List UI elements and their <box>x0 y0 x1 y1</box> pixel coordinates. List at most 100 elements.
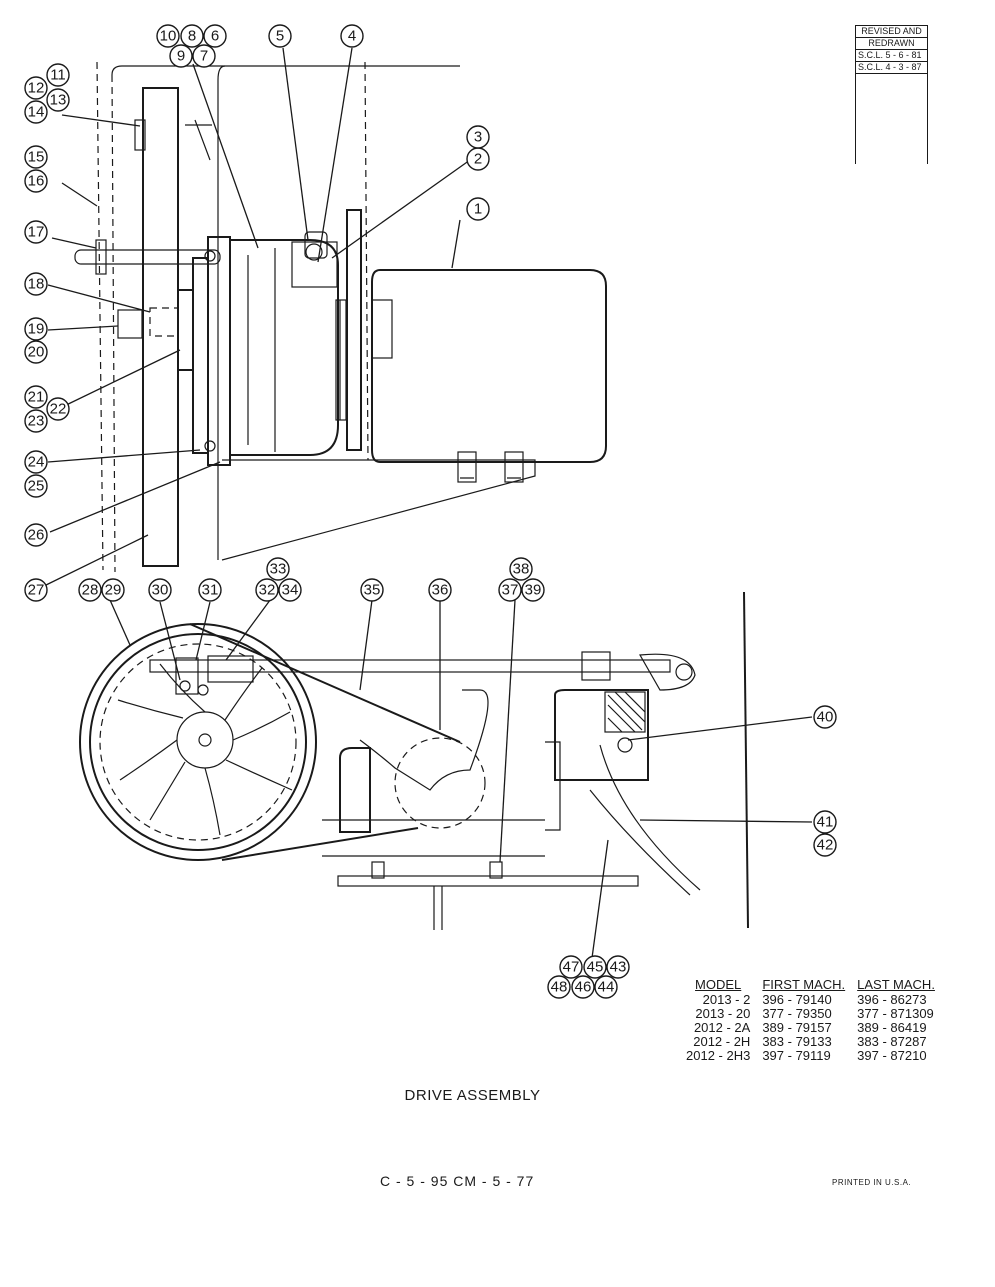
revision-entry-2: S.C.L. 4 - 3 - 87 <box>856 62 927 74</box>
table-row: 2012 - 2H 383 - 79133 383 - 87287 <box>680 1035 941 1049</box>
callout-label: 10 <box>160 28 177 45</box>
callout-38: 38 <box>509 557 533 581</box>
last-mach-cell: 383 - 87287 <box>857 1034 927 1049</box>
model-cell: 2013 - 2 <box>702 992 751 1007</box>
callout-47: 47 <box>559 955 583 979</box>
bottom-assembly-view <box>79 591 749 930</box>
callout-label: 11 <box>50 67 66 84</box>
callout-label: 5 <box>276 28 284 45</box>
callout-41: 41 <box>813 810 837 834</box>
callout-label: 15 <box>28 149 45 166</box>
callout-label: 34 <box>282 582 299 599</box>
callout-label: 8 <box>188 28 196 45</box>
callout-label: 26 <box>28 527 45 544</box>
callout-23: 23 <box>24 409 48 433</box>
drawing-title: DRIVE ASSEMBLY <box>404 1087 541 1104</box>
callout-12: 12 <box>24 76 48 100</box>
callout-1: 1 <box>466 197 490 221</box>
callout-label: 41 <box>817 814 834 831</box>
callout-35: 35 <box>360 578 384 602</box>
callout-37: 37 <box>498 578 522 602</box>
callout-label: 38 <box>513 561 530 578</box>
callout-24: 24 <box>24 450 48 474</box>
model-cell: 2012 - 2H3 <box>686 1048 751 1063</box>
callout-40: 40 <box>813 705 837 729</box>
callout-label: 42 <box>817 837 834 854</box>
revision-heading-2: REDRAWN <box>856 38 927 50</box>
table-row: 2012 - 2A 389 - 79157 389 - 86419 <box>680 1021 941 1035</box>
callout-label: 14 <box>28 104 45 121</box>
table-row: 2012 - 2H3 397 - 79119 397 - 87210 <box>680 1049 941 1063</box>
callout-14: 14 <box>24 100 48 124</box>
callout-label: 28 <box>82 582 99 599</box>
callout-label: 48 <box>551 979 568 996</box>
callout-label: 29 <box>105 582 122 599</box>
callout-label: 25 <box>28 478 45 495</box>
callout-label: 24 <box>28 454 45 471</box>
revision-block: REVISED AND REDRAWN S.C.L. 5 - 6 - 81 S.… <box>855 25 928 164</box>
callout-11: 11 <box>46 63 70 87</box>
callout-10: 10 <box>156 24 180 48</box>
callout-13: 13 <box>46 88 70 112</box>
callout-25: 25 <box>24 474 48 498</box>
first-mach-cell: 396 - 79140 <box>762 992 832 1007</box>
callout-label: 13 <box>50 92 67 109</box>
callout-label: 36 <box>432 582 449 599</box>
callout-label: 32 <box>259 582 276 599</box>
callout-20: 20 <box>24 340 48 364</box>
callout-label: 23 <box>28 413 45 430</box>
callout-label: 19 <box>28 321 45 338</box>
document-number: C - 5 - 95 CM - 5 - 77 <box>380 1173 535 1189</box>
callout-label: 43 <box>610 959 627 976</box>
callout-45: 45 <box>583 955 607 979</box>
leader-lines <box>43 47 813 959</box>
header-model: MODEL <box>695 977 742 992</box>
callout-44: 44 <box>594 975 618 999</box>
top-assembly-view <box>74 61 607 573</box>
callout-4: 4 <box>340 24 364 48</box>
callout-32: 32 <box>255 578 279 602</box>
callout-label: 30 <box>152 582 169 599</box>
callout-39: 39 <box>521 578 545 602</box>
callout-43: 43 <box>606 955 630 979</box>
callout-label: 27 <box>28 582 45 599</box>
callout-26: 26 <box>24 523 48 547</box>
callout-34: 34 <box>278 578 302 602</box>
callout-label: 7 <box>200 48 208 65</box>
callout-5: 5 <box>268 24 292 48</box>
first-mach-cell: 389 - 79157 <box>762 1020 832 1035</box>
model-cell: 2012 - 2H <box>693 1034 751 1049</box>
callout-9: 9 <box>169 44 193 68</box>
model-table: MODEL FIRST MACH. LAST MACH. 2013 - 2 39… <box>680 978 941 1063</box>
callout-label: 39 <box>525 582 542 599</box>
revision-empty-column <box>856 74 928 164</box>
callout-label: 18 <box>28 276 45 293</box>
callout-31: 31 <box>198 578 222 602</box>
printed-in-notice: PRINTED IN U.S.A. <box>832 1178 912 1187</box>
callout-label: 45 <box>587 959 604 976</box>
callout-label: 31 <box>202 582 219 599</box>
callout-label: 44 <box>598 979 615 996</box>
callout-3: 3 <box>466 125 490 149</box>
callout-2: 2 <box>466 147 490 171</box>
callout-22: 22 <box>46 397 70 421</box>
last-mach-cell: 397 - 87210 <box>857 1048 927 1063</box>
model-table-header: MODEL FIRST MACH. LAST MACH. <box>680 978 941 993</box>
callout-label: 22 <box>50 401 67 418</box>
callout-30: 30 <box>148 578 172 602</box>
first-mach-cell: 397 - 79119 <box>762 1048 831 1063</box>
model-cell: 2012 - 2A <box>693 1020 751 1035</box>
callout-17: 17 <box>24 220 48 244</box>
callout-label: 47 <box>563 959 580 976</box>
model-cell: 2013 - 20 <box>695 1006 751 1021</box>
callout-label: 9 <box>177 48 185 65</box>
callout-label: 4 <box>348 28 356 45</box>
callout-6: 6 <box>203 24 227 48</box>
callout-27: 27 <box>24 578 48 602</box>
callout-7: 7 <box>192 44 216 68</box>
callout-33: 33 <box>266 557 290 581</box>
first-mach-cell: 377 - 79350 <box>762 1006 832 1021</box>
callout-label: 20 <box>28 344 45 361</box>
revision-entry-1: S.C.L. 5 - 6 - 81 <box>856 50 927 62</box>
table-row: 2013 - 20 377 - 79350 377 - 871309 <box>680 1007 941 1021</box>
